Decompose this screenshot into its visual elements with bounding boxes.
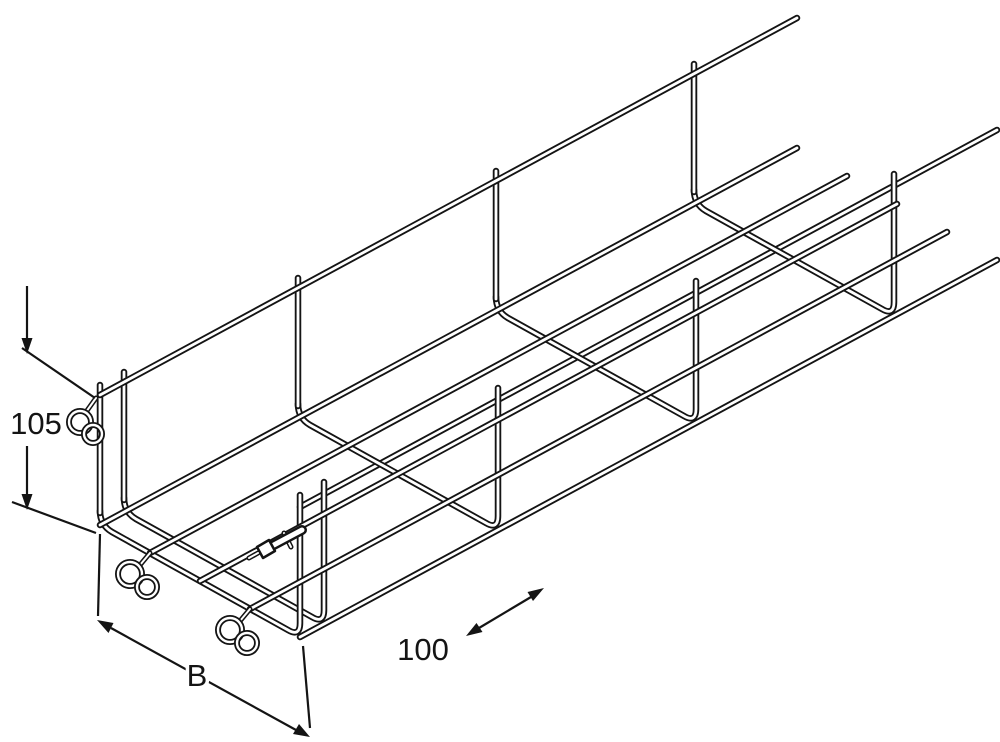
extension-line (11, 500, 97, 535)
s-hook-top-icon (66, 398, 105, 446)
arrowhead-icon (21, 338, 33, 354)
dimension-pitch: 100 (394, 588, 544, 671)
extension-line (21, 347, 96, 399)
s-hook-front-left-icon (115, 553, 160, 600)
dimension-width: B (96, 533, 312, 737)
dimension-pitch-label: 100 (397, 632, 449, 667)
s-hook-front-right-icon (215, 609, 260, 656)
dimension-line (478, 596, 532, 629)
extension-line (96, 533, 102, 617)
near-side-wall-wires (100, 64, 694, 513)
coupler-bolt-icon (249, 530, 302, 558)
arrowhead-icon (466, 623, 483, 636)
dimension-height: 105 (7, 286, 97, 535)
dimension-height-label: 105 (10, 406, 62, 441)
extension-line (301, 645, 312, 729)
dimension-width-label: B (187, 658, 208, 693)
arrowhead-icon (527, 588, 544, 601)
arrowhead-icon (21, 494, 33, 510)
arrowhead-icon (97, 620, 114, 633)
arrowhead-icon (293, 724, 310, 737)
dimension-line (110, 627, 297, 731)
